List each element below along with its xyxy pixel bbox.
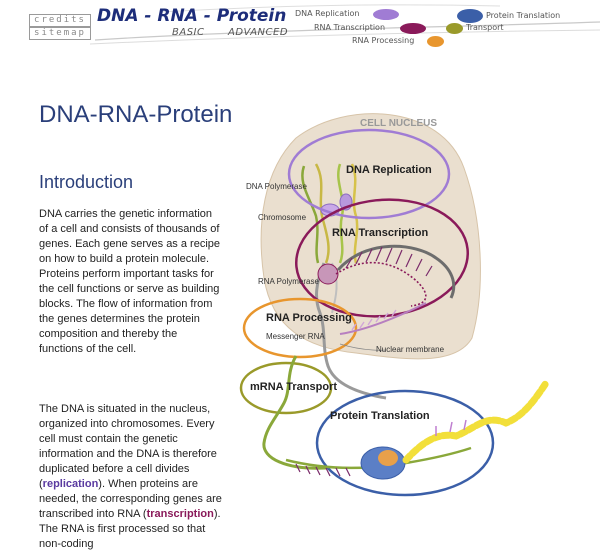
legend-dna-replication[interactable]: DNA Replication [295, 9, 360, 18]
legend-transport[interactable]: Transport [466, 23, 504, 32]
protein-translation-oval [315, 389, 495, 497]
legend-rna-transcription-oval[interactable] [400, 23, 426, 34]
page-title: DNA-RNA-Protein [39, 101, 233, 128]
messenger-rna-label: Messenger RNA [266, 332, 325, 341]
level-advanced-link[interactable]: ADVANCED [228, 27, 289, 38]
diagram-canvas [239, 113, 550, 497]
header-swoosh [89, 4, 600, 45]
introduction-heading: Introduction [39, 172, 134, 192]
credits-link[interactable]: credits [29, 14, 91, 27]
legend-protein-translation-oval[interactable] [457, 9, 483, 23]
mrna-transport-label[interactable]: mRNA Transport [250, 381, 337, 393]
level-basic-link[interactable]: BASIC [172, 27, 205, 38]
rna-processing-oval [242, 297, 358, 359]
rna-transcription-label[interactable]: RNA Transcription [332, 227, 429, 239]
para2-text-3: ). The RNA is first processed so that no… [39, 508, 221, 550]
sitemap-link[interactable]: sitemap [29, 27, 91, 40]
protein-translation-label[interactable]: Protein Translation [330, 410, 430, 422]
para2-text-2: ). When proteins are needed, the corresp… [39, 478, 222, 520]
rna-processing-label[interactable]: RNA Processing [266, 312, 352, 324]
dna-rna-protein-diagram: CELL NUCLEUS DNA Replication DNA Polymer… [236, 98, 600, 560]
dna-polymerase-label: DNA Polymerase [246, 182, 307, 191]
legend-rna-transcription[interactable]: RNA Transcription [314, 23, 386, 32]
rna-polymerase-label: RNA Polymerase [258, 277, 319, 286]
mrna-transport-oval [239, 361, 333, 415]
intro-paragraph: DNA carries the genetic information of a… [39, 208, 221, 355]
transcription-link[interactable]: transcription [146, 508, 214, 520]
site-title[interactable]: DNA - RNA - Protein [97, 6, 287, 26]
legend-transport-oval[interactable] [446, 23, 463, 34]
chromosome-label: Chromosome [258, 213, 307, 222]
nuclear-membrane-label: Nuclear membrane [376, 345, 445, 354]
cell-nucleus-label: CELL NUCLEUS [360, 118, 438, 129]
dna-replication-oval [287, 128, 451, 220]
legend-dna-replication-oval[interactable] [373, 9, 399, 20]
site-header: credits sitemap DNA - RNA - Protein BASI… [0, 0, 600, 52]
rna-transcription-oval [295, 198, 469, 318]
nucleus-paragraph: The DNA is situated in the nucleus, orga… [39, 402, 224, 552]
legend-protein-translation[interactable]: Protein Translation [486, 11, 561, 20]
legend-rna-processing[interactable]: RNA Processing [352, 36, 415, 45]
replication-link[interactable]: replication [42, 478, 99, 490]
legend-rna-processing-oval[interactable] [427, 36, 444, 47]
dna-replication-label[interactable]: DNA Replication [346, 164, 432, 176]
para2-text-1: The DNA is situated in the nucleus, orga… [39, 403, 217, 490]
